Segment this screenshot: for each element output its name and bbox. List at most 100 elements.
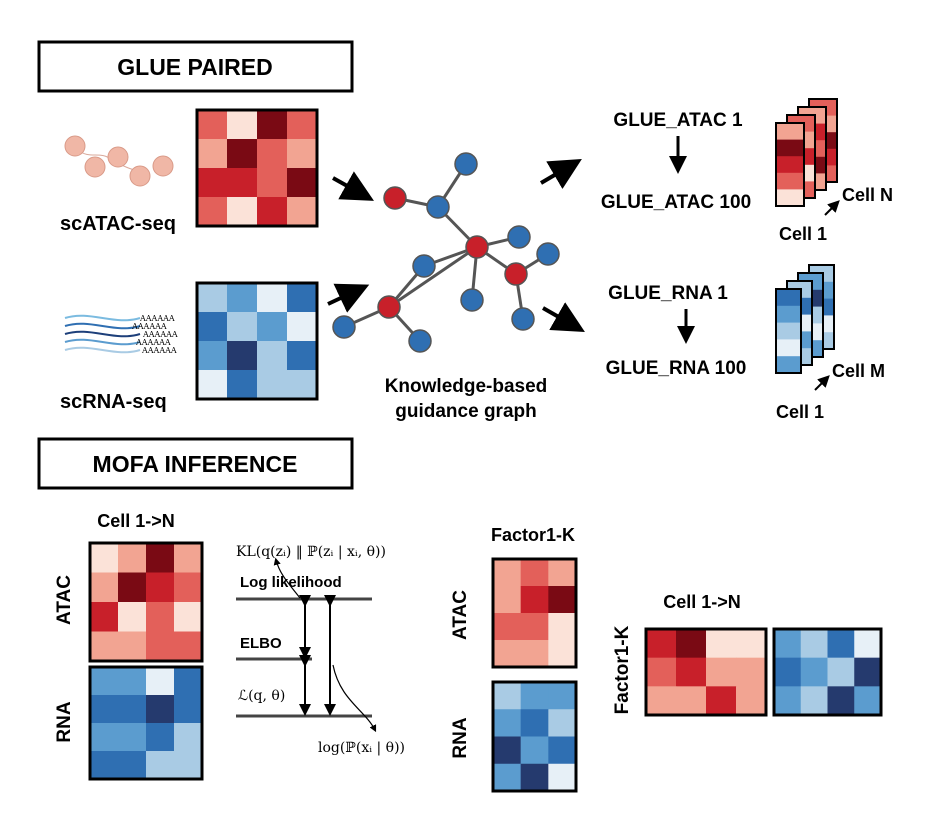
cell-rna-heatmap (772, 627, 883, 717)
heatmap-cell (118, 572, 147, 603)
heatmap-cell (197, 341, 228, 371)
heatmap-cell (197, 197, 228, 227)
heatmap-cell (493, 613, 522, 641)
heatmap-cell (287, 312, 318, 342)
heatmap-cell (197, 283, 228, 313)
heatmap-cell (257, 168, 288, 198)
heatmap-cell (520, 736, 549, 765)
scrna-label: scRNA-seq (60, 391, 167, 413)
graph-label-line2: guidance graph (395, 401, 536, 422)
heatmap-cell (257, 197, 288, 227)
heatmap-cell (227, 110, 258, 140)
heatmap-cell (146, 723, 175, 752)
glue-paired-title: GLUE PAIRED (117, 54, 272, 80)
heatmap-cell (174, 572, 203, 603)
heatmap-cell (118, 667, 147, 696)
elbo-schematic: KL(q(zᵢ) ‖ ℙ(zᵢ | xᵢ, θ)) Log likelihood… (236, 544, 405, 756)
heatmap-cell (197, 370, 228, 400)
heatmap-cell (287, 283, 318, 313)
cell-m-label: Cell M (832, 361, 885, 381)
heatmap-cell (287, 197, 318, 227)
elbo-elbo-label: ELBO (240, 635, 282, 652)
heatmap-cell (493, 640, 522, 668)
heatmap-cell (118, 695, 147, 724)
heatmap-cell (776, 322, 802, 340)
heatmap-cell (776, 356, 802, 374)
heatmap-cell (854, 657, 882, 687)
embedding-column (775, 288, 802, 374)
elbo-logp-term: log(ℙ(xᵢ | θ)) (318, 740, 405, 756)
heatmap-cell (227, 197, 258, 227)
heatmap-border (195, 108, 319, 228)
heatmap-cell (520, 682, 549, 710)
heatmap-border (491, 557, 578, 669)
heatmap-cell (227, 312, 258, 342)
heatmap-cell (493, 709, 522, 737)
guidance-graph (332, 152, 560, 353)
heatmap-cell (146, 543, 175, 573)
heatmap-cell (257, 312, 288, 342)
heatmap-cell (287, 110, 318, 140)
heatmap-cell (257, 283, 288, 313)
heatmap-border (88, 541, 204, 663)
cell-m-arrow (814, 375, 830, 391)
mofa-cells-label: Cell 1->N (97, 511, 175, 531)
heatmap-cell (776, 139, 805, 157)
heatmap-cell (676, 686, 707, 716)
heatmap-cell (800, 629, 828, 659)
glue-atac-1: GLUE_ATAC 1 (613, 110, 743, 131)
heatmap-cell (90, 631, 119, 662)
heatmap-cell (197, 312, 228, 342)
heatmap-cell (493, 763, 522, 792)
heatmap-cell (257, 341, 288, 371)
heatmap-cell (118, 751, 147, 780)
heatmap-cell (227, 168, 258, 198)
heatmap-cell (174, 631, 203, 662)
rna-input-heatmap (195, 281, 319, 401)
mofa-atac-label: ATAC (54, 575, 75, 625)
heatmap-border (491, 680, 578, 793)
heatmap-cell (548, 559, 577, 587)
mofa-inference-title: MOFA INFERENCE (93, 451, 298, 477)
glue-atac-100: GLUE_ATAC 100 (601, 192, 751, 213)
heatmap-cell (548, 709, 577, 737)
polya-text: AAAAAA (141, 346, 177, 355)
heatmap-cell (676, 657, 707, 687)
heatmap-cell (174, 695, 203, 724)
factor-rna-heatmap (491, 680, 578, 793)
heatmap-border (88, 665, 204, 781)
chromatin-icon (64, 135, 174, 187)
factor-rotated-label: Factor1-K (612, 625, 633, 714)
heatmap-cell (257, 139, 288, 169)
heatmap-cell (493, 736, 522, 765)
heatmap-cell (146, 572, 175, 603)
mofa-cells-label-right: Cell 1->N (663, 592, 741, 612)
heatmap-cell (776, 289, 802, 307)
heatmap-cell (493, 586, 522, 614)
heatmap-cell (854, 629, 882, 659)
rna-icon: AAAAAA AAAAAA AAAAAA AAAAAA AAAAAA (64, 314, 178, 355)
heatmap-cell (548, 586, 577, 614)
heatmap-border (775, 122, 805, 207)
heatmap-cell (90, 543, 119, 573)
cell-1-label-atac: Cell 1 (779, 224, 827, 244)
heatmap-cell (827, 686, 855, 716)
heatmap-cell (827, 657, 855, 687)
heatmap-cell (90, 723, 119, 752)
glue-rna-1: GLUE_RNA 1 (608, 283, 728, 304)
heatmap-cell (257, 110, 288, 140)
heatmap-cell (227, 283, 258, 313)
heatmap-cell (706, 629, 737, 659)
arrow-atac-to-graph (332, 171, 374, 201)
heatmap-cell (776, 156, 805, 174)
heatmap-cell (174, 602, 203, 632)
heatmap-cell (776, 339, 802, 357)
heatmap-cell (174, 667, 203, 696)
heatmap-cell (706, 657, 737, 687)
cell-1-label-rna: Cell 1 (776, 402, 824, 422)
mofa-atac-heatmap (88, 541, 204, 663)
heatmap-cell (227, 370, 258, 400)
heatmap-cell (776, 189, 805, 207)
heatmap-cell (90, 695, 119, 724)
